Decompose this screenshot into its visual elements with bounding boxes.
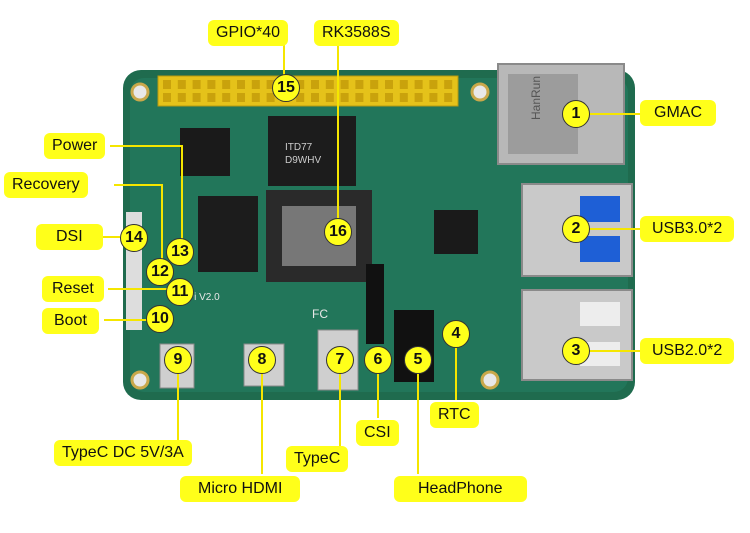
gpio-pin bbox=[207, 80, 216, 89]
gpio-pin bbox=[311, 80, 319, 89]
wifi-chip bbox=[434, 210, 478, 254]
gpio-pin bbox=[251, 93, 260, 102]
gpio-pin bbox=[385, 93, 393, 102]
label-recovery: Recovery bbox=[4, 172, 88, 198]
usb3-tongue-bottom bbox=[580, 236, 620, 262]
gpio-pin bbox=[429, 93, 438, 102]
mount-hole bbox=[480, 370, 500, 390]
marker-14: 14 bbox=[120, 224, 148, 252]
marker-8: 8 bbox=[248, 346, 276, 374]
gpio-pin bbox=[370, 80, 379, 89]
usb2-tongue-top bbox=[580, 302, 620, 326]
gpio-pin bbox=[340, 80, 349, 89]
ram-chip-left bbox=[198, 196, 258, 272]
chip-text-2: D9WHV bbox=[285, 155, 321, 166]
gpio-pin bbox=[444, 93, 453, 102]
label-rtc: RTC bbox=[430, 402, 479, 428]
gpio-pin bbox=[370, 93, 379, 102]
gpio-pin bbox=[163, 93, 171, 102]
gpio-pin bbox=[163, 80, 171, 89]
csi-connector bbox=[366, 264, 384, 344]
gpio-pin bbox=[385, 80, 393, 89]
label-headphone: HeadPhone bbox=[394, 476, 527, 502]
gpio-pin bbox=[222, 93, 231, 102]
marker-4: 4 bbox=[442, 320, 470, 348]
label-boot: Boot bbox=[42, 308, 99, 334]
gpio-pin bbox=[237, 80, 245, 89]
marker-2: 2 bbox=[562, 215, 590, 243]
fc-mark: FC bbox=[312, 307, 328, 321]
gpio-pins bbox=[163, 80, 453, 102]
marker-13: 13 bbox=[166, 238, 194, 266]
gpio-pin bbox=[414, 93, 423, 102]
label-csi: CSI bbox=[356, 420, 399, 446]
gpio-pin bbox=[177, 80, 186, 89]
gpio-pin bbox=[414, 80, 423, 89]
gpio-pin bbox=[311, 93, 319, 102]
marker-3: 3 bbox=[562, 337, 590, 365]
gpio-header bbox=[157, 75, 459, 107]
gpio-pin bbox=[355, 93, 364, 102]
gpio-pin bbox=[192, 93, 201, 102]
marker-12: 12 bbox=[146, 258, 174, 286]
gpio-pin bbox=[222, 80, 231, 89]
gpio-pin bbox=[296, 93, 305, 102]
gpio-pin bbox=[266, 93, 275, 102]
eth-brand-text: HanRun bbox=[529, 76, 543, 120]
gpio-pin bbox=[325, 93, 334, 102]
ram-chip-top bbox=[268, 116, 356, 186]
gpio-pin bbox=[296, 80, 305, 89]
gpio-pin bbox=[251, 80, 260, 89]
gpio-pin bbox=[177, 93, 186, 102]
gpio-pin bbox=[266, 80, 275, 89]
gpio-pin bbox=[207, 93, 216, 102]
label-usb3: USB3.0*2 bbox=[640, 216, 735, 242]
mount-hole bbox=[130, 370, 150, 390]
mount-hole bbox=[470, 82, 490, 102]
label-micro-hdmi: Micro HDMI bbox=[180, 476, 301, 502]
label-power: Power bbox=[44, 133, 106, 159]
label-gpio: GPIO*40 bbox=[208, 20, 289, 46]
label-soc: RK3588S bbox=[314, 20, 399, 46]
marker-10: 10 bbox=[146, 305, 174, 333]
label-dsi: DSI bbox=[36, 224, 103, 250]
gpio-pin bbox=[399, 93, 408, 102]
marker-15: 15 bbox=[272, 74, 300, 102]
usb3-tongue-top bbox=[580, 196, 620, 222]
gpio-pin bbox=[444, 80, 453, 89]
gpio-pin bbox=[340, 93, 349, 102]
marker-6: 6 bbox=[364, 346, 392, 374]
leader-lines bbox=[92, 45, 640, 474]
pmic-chip bbox=[180, 128, 230, 176]
label-reset: Reset bbox=[42, 276, 104, 302]
marker-5: 5 bbox=[404, 346, 432, 374]
label-gmac: GMAC bbox=[640, 100, 716, 126]
marker-7: 7 bbox=[326, 346, 354, 374]
gpio-pin bbox=[237, 93, 245, 102]
label-typec-dc: TypeC DC 5V/3A bbox=[54, 440, 192, 466]
mount-hole bbox=[130, 82, 150, 102]
gpio-pin bbox=[325, 80, 334, 89]
gpio-pin bbox=[192, 80, 201, 89]
silk-text: PicoPi V2.0 bbox=[168, 292, 220, 303]
gpio-pin bbox=[399, 80, 408, 89]
gpio-pin bbox=[429, 80, 438, 89]
label-usb2: USB2.0*2 bbox=[640, 338, 735, 364]
marker-11: 11 bbox=[166, 278, 194, 306]
marker-1: 1 bbox=[562, 100, 590, 128]
marker-16: 16 bbox=[324, 218, 352, 246]
gpio-pin bbox=[355, 80, 364, 89]
marker-9: 9 bbox=[164, 346, 192, 374]
label-typec: TypeC bbox=[286, 446, 349, 472]
chip-text-1: ITD77 bbox=[285, 142, 313, 153]
